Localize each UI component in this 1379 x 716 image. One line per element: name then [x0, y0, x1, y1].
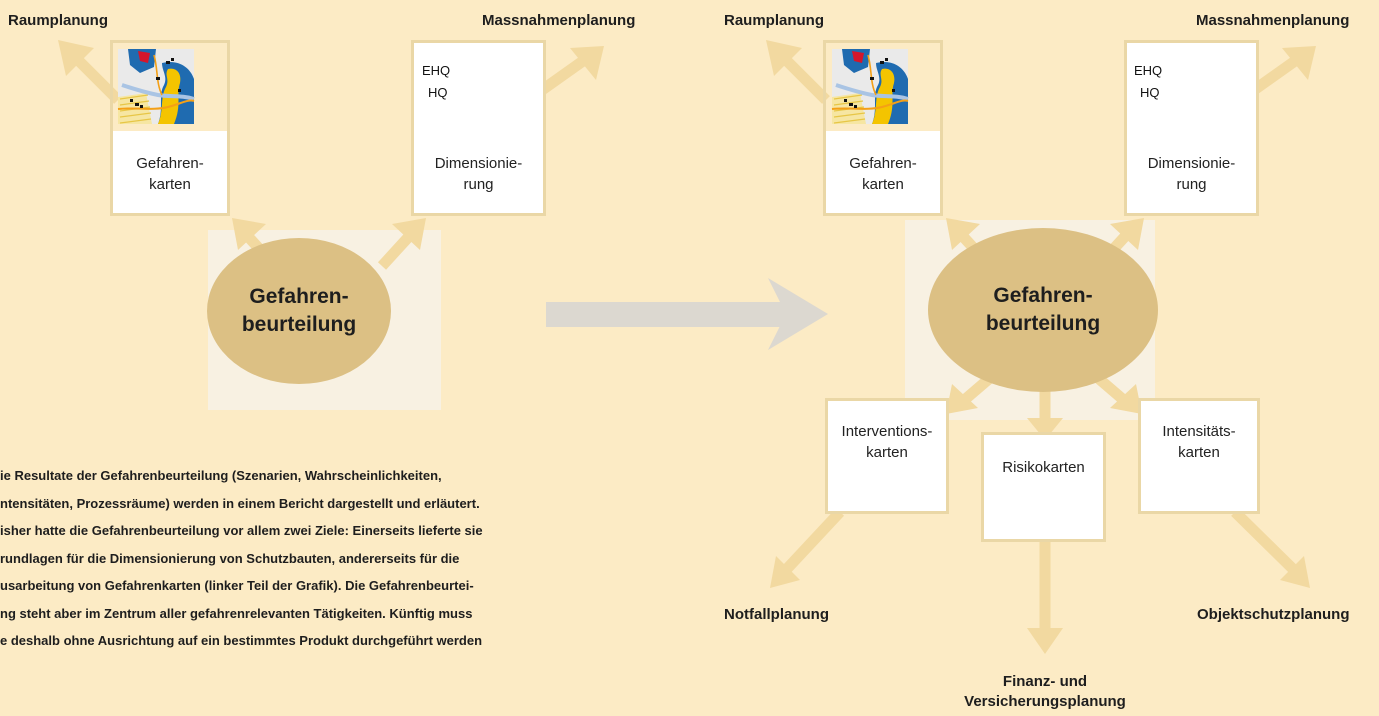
arrowhead-raumplanung-left [58, 40, 94, 76]
label-raumplanung: Raumplanung [8, 12, 108, 29]
transition-arrow [546, 278, 828, 350]
card-gefahrenkarten-right: Gefahren- karten [823, 40, 943, 216]
card-dimensionierung-text: Dimensionie- rung [434, 155, 523, 193]
label-notfallplanung: Notfallplanung [724, 606, 829, 623]
card-intensitaetskarten-text: Intensitäts- karten [1162, 423, 1236, 461]
card-intensitaetskarten: Intensitäts- karten [1138, 398, 1260, 514]
arrowhead-massnahmen-right [1282, 46, 1316, 80]
card-dimensionierung-right: Dimensionie- rung [1124, 40, 1259, 216]
paragraph-line: e deshalb ohne Ausrichtung auf ein besti… [0, 633, 483, 648]
arrowhead-massnahmen-left [570, 46, 604, 80]
arrow-notfall-right [779, 508, 845, 576]
card-risikokarten-text: Risikokarten [1002, 459, 1085, 476]
arrow-objektschutz-right [1231, 508, 1300, 576]
center-ellipse-left [207, 238, 391, 384]
card-gefahrenkarten-right-text: Gefahren- karten [849, 155, 917, 193]
paragraph-line: ie Resultate der Gefahrenbeurteilung (Sz… [0, 468, 442, 483]
card-gefahrenkarten-text: Gefahren- karten [136, 155, 204, 193]
arrowhead-intensitaet-right [1110, 384, 1142, 414]
center-ellipse-right [928, 228, 1158, 392]
label-massnahmenplanung: Massnahmenplanung [482, 12, 636, 29]
hydro-ehq-label-right: EHQ [1134, 63, 1163, 78]
card-dimensionierung-right-text: Dimensionie- rung [1147, 155, 1236, 193]
arrowhead-dimensionierung-right [1110, 218, 1144, 250]
arrowhead-gefahrenkarten-left [232, 218, 266, 250]
card-interventionskarten-text: Interventions- karten [841, 423, 933, 461]
arrowhead-notfall-right [770, 556, 800, 588]
center-text-right: Gefahren- beurteilung [985, 284, 1101, 335]
arrowhead-gefahrenkarten-right [946, 218, 980, 250]
arrowhead-interventions-right [946, 384, 978, 414]
paragraph-line: usarbeitung von Gefahrenkarten (linker T… [0, 578, 474, 593]
arrowhead-dimensionierung-left [392, 218, 426, 250]
center-text-left: Gefahren- beurteilung [241, 285, 357, 336]
arrowhead-objektschutz-right [1280, 556, 1310, 588]
paragraph-line: ng steht aber im Zentrum aller gefahrenr… [0, 605, 473, 621]
paragraph-line: isher hatte die Gefahrenbeurteilung vor … [0, 523, 483, 538]
description-paragraph: ie Resultate der Gefahrenbeurteilung (Sz… [0, 462, 660, 655]
label-raumplanung-right: Raumplanung [724, 12, 824, 29]
card-interventionskarten: Interventions- karten [825, 398, 949, 514]
arrowhead-risiko-right [1027, 418, 1063, 440]
hydro-hq-label-right: HQ [1140, 85, 1160, 100]
arrowhead-raumplanung-right [766, 40, 802, 76]
label-finanz-versicherung: Finanz- und Versicherungsplanung [964, 673, 1126, 710]
card-risikokarten: Risikokarten [981, 432, 1106, 542]
hydro-ehq-label: EHQ [422, 63, 451, 78]
paragraph-line: rundlagen für die Dimensionierung von Sc… [0, 550, 460, 566]
paragraph-line: ntensitäten, Prozessräume) werden in ein… [0, 495, 480, 511]
card-gefahrenkarten: Gefahren- karten [110, 40, 230, 216]
label-massnahmenplanung-right: Massnahmenplanung [1196, 12, 1350, 29]
arrowhead-finanz-right [1027, 628, 1063, 654]
label-objektschutzplanung: Objektschutzplanung [1197, 606, 1350, 623]
hydro-hq-label: HQ [428, 85, 448, 100]
card-dimensionierung: Dimensionie- rung [411, 40, 546, 216]
